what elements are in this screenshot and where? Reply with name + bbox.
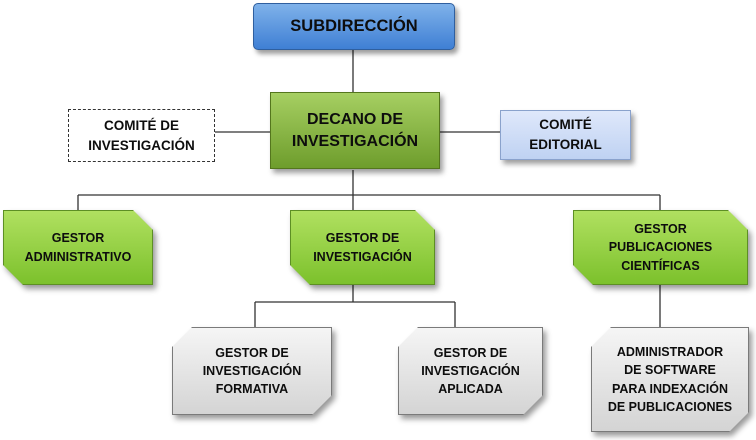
administrador-software-label: ADMINISTRADOR DE SOFTWARE PARA INDEXACIÓ… xyxy=(607,345,733,414)
gestor-administrativo-box: GESTOR ADMINISTRATIVO xyxy=(3,210,153,285)
gestor-publicaciones-wrap: GESTOR PUBLICACIONES CIENTÍFICAS xyxy=(573,210,748,285)
decano-investigacion-label: DECANO DE INVESTIGACIÓN xyxy=(291,110,419,150)
gestor-administrativo-label: GESTOR ADMINISTRATIVO xyxy=(24,231,132,264)
gestor-publicaciones-box: GESTOR PUBLICACIONES CIENTÍFICAS xyxy=(573,210,748,285)
gestor-administrativo-wrap: GESTOR ADMINISTRATIVO xyxy=(3,210,153,285)
gestor-aplicada-label: GESTOR DE INVESTIGACIÓN APLICADA xyxy=(421,345,520,397)
subdireccion-label: SUBDIRECCIÓN xyxy=(290,16,418,35)
gestor-investigacion-label: GESTOR DE INVESTIGACIÓN xyxy=(313,231,412,264)
gestor-aplicada-wrap: GESTOR DE INVESTIGACIÓN APLICADA xyxy=(398,327,543,415)
subdireccion-box: SUBDIRECCIÓN xyxy=(253,3,455,50)
comite-investigacion-box: COMITÉ DE INVESTIGACIÓN xyxy=(68,109,215,162)
gestor-investigacion-box: GESTOR DE INVESTIGACIÓN xyxy=(290,210,435,285)
decano-investigacion-box: DECANO DE INVESTIGACIÓN xyxy=(270,92,440,169)
gestor-formativa-box: GESTOR DE INVESTIGACIÓN FORMATIVA xyxy=(172,327,332,415)
gestor-formativa-wrap: GESTOR DE INVESTIGACIÓN FORMATIVA xyxy=(172,327,332,415)
comite-investigacion-label: COMITÉ DE INVESTIGACIÓN xyxy=(88,117,195,153)
gestor-formativa-label: GESTOR DE INVESTIGACIÓN FORMATIVA xyxy=(202,345,302,397)
gestor-aplicada-box: GESTOR DE INVESTIGACIÓN APLICADA xyxy=(398,327,543,415)
gestor-investigacion-wrap: GESTOR DE INVESTIGACIÓN xyxy=(290,210,435,285)
comite-editorial-box: COMITÉ EDITORIAL xyxy=(500,110,631,160)
administrador-software-wrap: ADMINISTRADOR DE SOFTWARE PARA INDEXACIÓ… xyxy=(591,327,749,432)
gestor-publicaciones-label: GESTOR PUBLICACIONES CIENTÍFICAS xyxy=(608,222,713,273)
administrador-software-box: ADMINISTRADOR DE SOFTWARE PARA INDEXACIÓ… xyxy=(591,327,749,432)
comite-editorial-label: COMITÉ EDITORIAL xyxy=(529,117,602,152)
